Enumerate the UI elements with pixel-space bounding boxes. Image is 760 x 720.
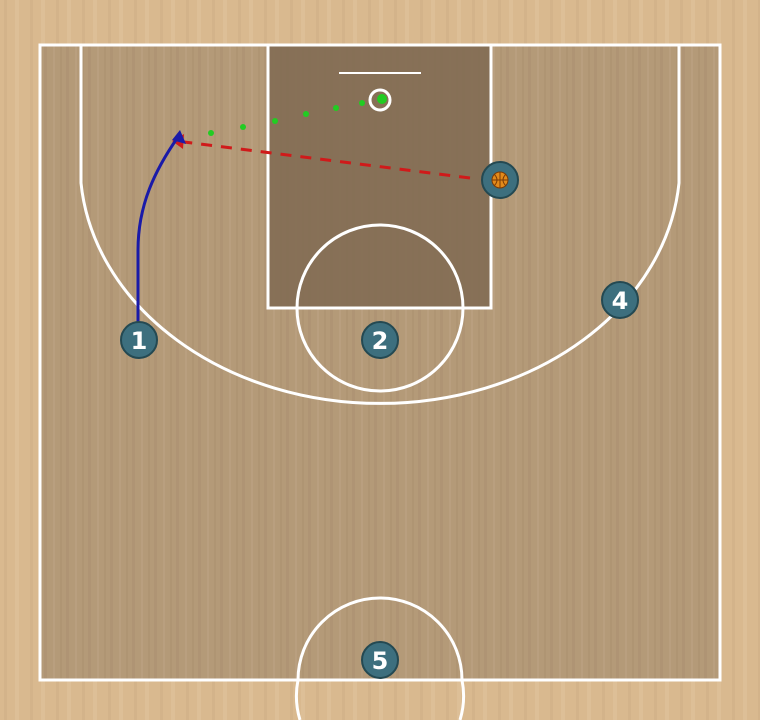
player-5[interactable]: 5 — [361, 641, 399, 679]
center-circle-lower-right — [458, 679, 466, 720]
player-1[interactable]: 1 — [120, 321, 158, 359]
player-4[interactable]: 4 — [601, 281, 639, 319]
rim — [368, 88, 392, 112]
pass-dashed-line — [183, 140, 471, 180]
center-circle-lower-left — [294, 679, 302, 720]
cut-path — [136, 136, 180, 322]
basketball-icon — [491, 171, 509, 189]
three-point-line — [79, 45, 681, 405]
player-1-label: 1 — [131, 327, 148, 355]
player-4-label: 4 — [612, 287, 629, 315]
player-2[interactable]: 2 — [361, 321, 399, 359]
paint-area — [268, 45, 491, 308]
court-lines — [38, 43, 722, 720]
center-circle — [296, 596, 464, 681]
shot-dotted-line — [208, 94, 387, 136]
free-throw-circle — [295, 223, 465, 393]
player-2-label: 2 — [372, 327, 389, 355]
player-5-label: 5 — [372, 647, 389, 675]
cut-arrowhead-icon — [172, 130, 186, 144]
player-3[interactable] — [481, 161, 519, 199]
